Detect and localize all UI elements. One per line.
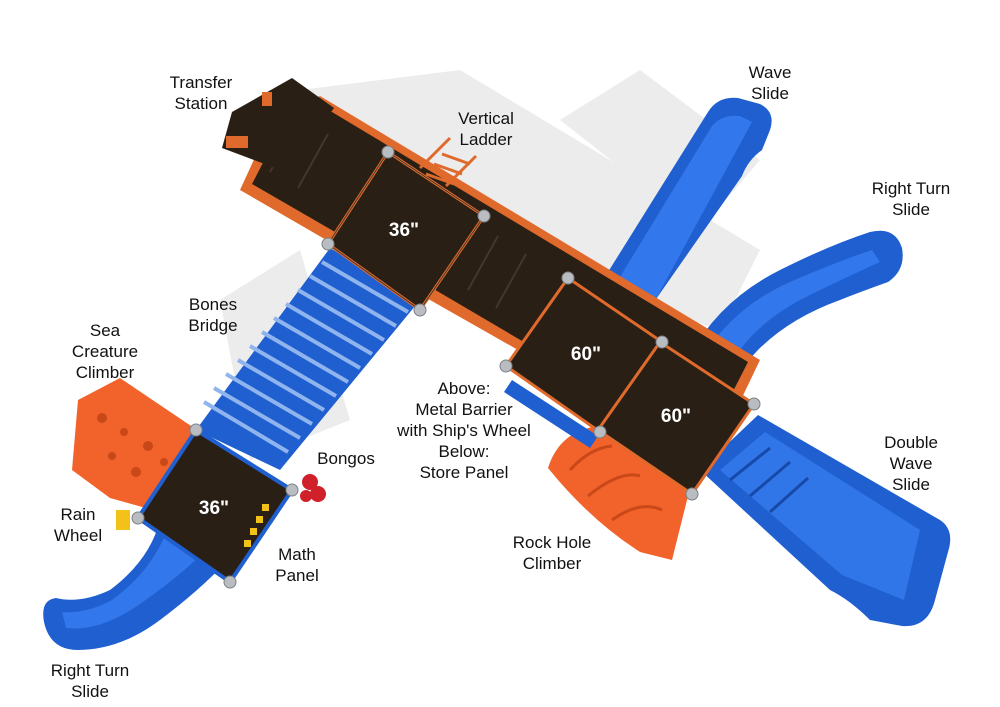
label-right-turn-slide-left: Right Turn Slide bbox=[50, 661, 130, 701]
right-turn-slide-right bbox=[690, 230, 903, 380]
label-barrier-store-panel: Above: Metal Barrier with Ship's Wheel B… bbox=[397, 379, 531, 482]
transfer-station bbox=[222, 78, 334, 172]
right-turn-slide-left bbox=[43, 520, 229, 650]
math-panel bbox=[244, 504, 269, 547]
label-rain-wheel: Rain Wheel bbox=[53, 505, 103, 545]
label-transfer-station: Transfer Station bbox=[169, 73, 233, 113]
label-bongos: Bongos bbox=[317, 449, 375, 468]
label-math-panel: Math Panel bbox=[275, 545, 319, 585]
upper-deck-height: 36" bbox=[389, 220, 419, 241]
label-double-wave-slide: Double Wave Slide bbox=[884, 433, 938, 494]
middle-deck-height: 60" bbox=[571, 344, 601, 365]
vertical-ladder bbox=[418, 136, 478, 188]
wave-slide bbox=[598, 97, 772, 323]
label-wave-slide: Wave Slide bbox=[748, 63, 792, 103]
rain-wheel bbox=[116, 510, 130, 530]
end-deck-height: 60" bbox=[661, 406, 691, 427]
bones-bridge bbox=[196, 248, 420, 470]
metal-barrier bbox=[504, 380, 598, 448]
lower-deck-height: 36" bbox=[199, 498, 229, 519]
label-rock-hole-climber: Rock Hole Climber bbox=[512, 533, 592, 573]
post-caps bbox=[131, 145, 761, 589]
label-right-turn-slide-right: Right Turn Slide bbox=[871, 179, 951, 219]
bongos bbox=[300, 474, 326, 502]
label-bones-bridge: Bones Bridge bbox=[188, 295, 238, 335]
label-sea-creature-climber: Sea Creature Climber bbox=[71, 321, 139, 382]
label-vertical-ladder: Vertical Ladder bbox=[458, 109, 514, 149]
rock-hole-climber bbox=[548, 426, 690, 560]
double-wave-slide bbox=[700, 415, 951, 627]
